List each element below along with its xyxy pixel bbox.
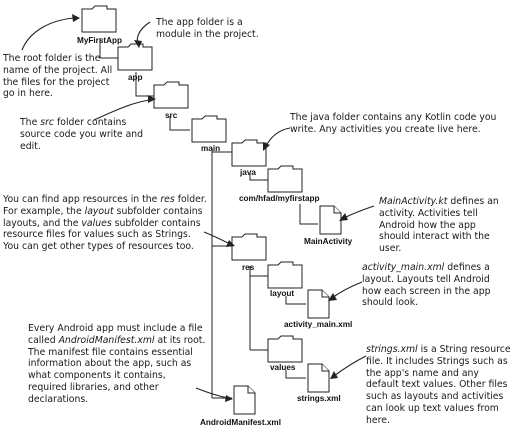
tree-connectors (99, 38, 318, 399)
note-manifest-pre: Every Android app must include a file ca… (28, 323, 203, 346)
arrow-activitymain-note (331, 281, 363, 299)
note-activitymain-em: activity_main.xml (362, 262, 445, 273)
arrow-strings-note (333, 355, 367, 377)
folder-icon-java (231, 139, 267, 167)
arrow-src-note (93, 99, 151, 121)
arrow-manifest-head (225, 395, 233, 402)
arrow-src-head (148, 95, 156, 103)
label-main: main (201, 144, 220, 153)
arrow-root-head (72, 14, 80, 22)
note-res-p4: subfolder contains resource files for va… (3, 217, 201, 253)
note-src-em: src (40, 117, 55, 128)
folder-icon-src (153, 81, 189, 109)
note-manifest-post: at its root. The manifest file contains … (28, 334, 206, 405)
connector-java-package (249, 172, 268, 181)
connector-package-mainactivity (299, 204, 318, 225)
note-res-p2: folder. For example, the (3, 194, 207, 217)
label-manifest: AndroidManifest.xml (200, 418, 281, 427)
note-activitymain-post: defines a layout. Layouts tell Android h… (362, 262, 491, 309)
label-java: java (239, 168, 256, 177)
note-mainactivity: MainActivity.kt defines an activity. Act… (379, 196, 509, 255)
note-src-post: folder contains source code you write an… (20, 117, 144, 152)
label-src: src (165, 111, 178, 120)
note-mainactivity-post: defines an activity. Activities tell And… (379, 196, 499, 255)
note-manifest: Every Android app must include a file ca… (28, 323, 206, 406)
folder-icon-layout (267, 261, 303, 289)
arrow-mainactivity-head (339, 213, 348, 221)
annotation-arrows (21, 14, 375, 402)
note-java-folder: The java folder contains any Kotlin code… (290, 112, 508, 136)
folder-icon-main (191, 115, 227, 143)
label-activitymain: activity_main.xml (284, 320, 352, 329)
arrow-mainactivity-note (343, 205, 375, 219)
folder-icon-values (267, 335, 303, 363)
file-icon-mainactivity (319, 205, 342, 235)
arrow-strings-head (330, 371, 338, 379)
note-res-e3: values (81, 217, 112, 229)
label-values: values (270, 363, 296, 372)
arrow-app-head (134, 40, 142, 48)
arrow-res-head (226, 240, 235, 247)
note-res-e2: layout (84, 205, 114, 217)
file-icon-strings (307, 363, 330, 393)
arrow-manifest-note (195, 387, 229, 399)
note-res-e1: res (160, 194, 175, 205)
note-app-folder: The app folder is a module in the projec… (156, 17, 266, 41)
note-java-text: The java folder contains any Kotlin code… (290, 112, 497, 135)
arrow-java-note (265, 127, 291, 147)
note-strings: strings.xml is a String resource file. I… (366, 344, 512, 427)
folder-icon-res (231, 233, 267, 261)
folder-icon-root (81, 5, 117, 33)
note-root-folder: The root folder is the name of the proje… (3, 53, 115, 100)
arrow-activitymain-head (328, 293, 337, 301)
connector-root-app (99, 38, 118, 59)
label-root: MyFirstApp (77, 36, 122, 45)
note-strings-em: strings.xml (366, 344, 418, 355)
note-app-folder-text: The app folder is a module in the projec… (156, 17, 259, 40)
note-res-p1: You can find app resources in the (3, 194, 161, 205)
note-src-folder: The src folder contains source code you … (20, 117, 150, 152)
arrow-root-note (21, 17, 75, 51)
note-res-folder: You can find app resources in the res fo… (3, 194, 209, 253)
label-res: res (242, 263, 255, 272)
note-strings-post: is a String resource file. It includes S… (366, 344, 511, 426)
connector-values-strings (285, 370, 306, 379)
connector-src-main (169, 116, 190, 131)
note-src-pre: The (20, 117, 41, 128)
label-strings: strings.xml (297, 394, 341, 403)
note-root-folder-text: The root folder is the name of the proje… (3, 53, 113, 100)
label-package: com/hfad/myfirstapp (239, 194, 320, 203)
note-manifest-em: AndroidManifest.xml (58, 334, 155, 346)
label-mainactivity: MainActivity (304, 237, 353, 246)
note-mainactivity-em: MainActivity.kt (379, 196, 448, 207)
label-app: app (128, 73, 143, 82)
folder-icon-app (117, 43, 153, 71)
arrow-java-head (263, 142, 270, 151)
label-layout: layout (270, 289, 294, 298)
connector-layout-activitymain (285, 296, 306, 305)
folder-icon-package (267, 165, 303, 193)
file-icon-manifest (233, 385, 256, 415)
note-activitymain: activity_main.xml defines a layout. Layo… (362, 262, 510, 309)
note-res-p3: subfolder contains layouts, and the (3, 205, 203, 229)
file-icon-activitymain (307, 289, 330, 319)
